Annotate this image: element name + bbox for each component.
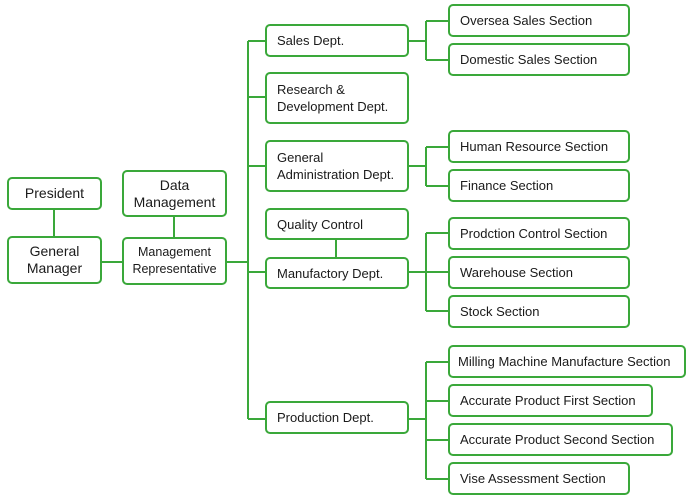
node-domestic-sales-label: Domestic Sales Section (460, 52, 598, 67)
node-sales-dept-label: Sales Dept. (277, 33, 345, 48)
node-production-dept: Production Dept. (265, 401, 409, 434)
node-manufactory-dept: Manufactory Dept. (265, 257, 409, 289)
node-research-dept-line1: Research & (277, 82, 345, 97)
node-data-management-line2: Management (133, 193, 216, 210)
node-general-manager-line1: General (29, 243, 80, 259)
node-management-representative: Management Representative (122, 237, 227, 285)
node-quality-control-label: Quality Control (277, 216, 363, 232)
node-research-dept-line2: Development Dept. (277, 99, 389, 114)
node-oversea-sales-label: Oversea Sales Section (460, 13, 593, 28)
node-finance: Finance Section (448, 169, 630, 202)
node-warehouse-label: Warehouse Section (460, 265, 573, 280)
node-domestic-sales: Domestic Sales Section (448, 43, 630, 76)
node-production-dept-label: Production Dept. (277, 410, 374, 425)
node-milling: Milling Machine Manufacture Section (448, 345, 686, 378)
node-manufactory-dept-label: Manufactory Dept. (277, 265, 384, 281)
node-general-manager-line2: Manager (26, 260, 83, 276)
node-president: President (7, 177, 102, 210)
node-vise-assessment: Vise Assessment Section (448, 462, 630, 495)
node-general-admin-dept: General Administration Dept. (265, 140, 409, 192)
node-milling-label: Milling Machine Manufacture Section (458, 354, 671, 369)
node-quality-control: Quality Control (265, 208, 409, 240)
node-human-resource-label: Human Resource Section (460, 139, 609, 154)
node-sales-dept: Sales Dept. (265, 24, 409, 57)
node-finance-label: Finance Section (460, 178, 554, 193)
node-accurate-second: Accurate Product Second Section (448, 423, 673, 456)
node-stock: Stock Section (448, 295, 630, 328)
node-accurate-second-label: Accurate Product Second Section (460, 432, 655, 447)
node-production-control-label: Prodction Control Section (460, 226, 608, 241)
node-general-admin-dept-line2: Administration Dept. (277, 167, 395, 182)
node-general-admin-dept-line1: General (277, 150, 324, 165)
node-stock-label: Stock Section (460, 304, 540, 319)
node-research-dept: Research & Development Dept. (265, 72, 409, 124)
node-general-manager: General Manager (7, 236, 102, 284)
node-president-label: President (24, 185, 85, 201)
node-management-representative-line2: Representative (132, 262, 217, 276)
node-warehouse: Warehouse Section (448, 256, 630, 289)
node-production-control: Prodction Control Section (448, 217, 630, 250)
node-data-management: Data Management (122, 170, 227, 217)
node-management-representative-line1: Management (138, 245, 211, 259)
node-data-management-line1: Data (159, 176, 190, 193)
node-accurate-first: Accurate Product First Section (448, 384, 653, 417)
node-accurate-first-label: Accurate Product First Section (460, 393, 636, 408)
node-vise-assessment-label: Vise Assessment Section (460, 471, 606, 486)
node-human-resource: Human Resource Section (448, 130, 630, 163)
node-oversea-sales: Oversea Sales Section (448, 4, 630, 37)
